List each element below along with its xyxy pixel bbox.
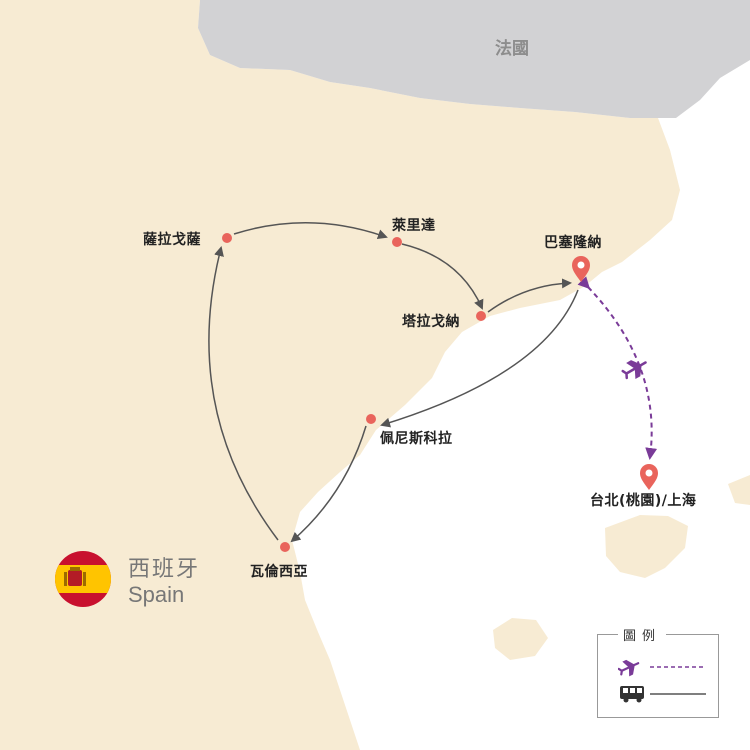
- neighbor-country-label: 法國: [495, 39, 529, 59]
- island-ibiza: [493, 618, 548, 660]
- location-pin-icon[interactable]: [640, 464, 658, 490]
- legend-box: 圖例: [597, 625, 719, 718]
- legend-bus-graphic: [620, 686, 706, 703]
- city-label-taipei-shanghai[interactable]: 台北(桃園)/上海: [590, 493, 697, 509]
- bus-icon: [620, 686, 644, 703]
- city-label-valencia[interactable]: 瓦倫西亞: [250, 564, 308, 580]
- city-dot-valencia[interactable]: [280, 542, 290, 552]
- city-label-barcelona[interactable]: 巴塞隆納: [544, 235, 602, 251]
- legend-title: 圖例: [618, 625, 667, 644]
- legend-row-bus: [618, 683, 708, 705]
- city-dot-zaragoza[interactable]: [222, 233, 232, 243]
- country-name-zh: 西班牙: [128, 557, 201, 582]
- city-label-lleida[interactable]: 萊里達: [392, 218, 436, 234]
- city-label-tarragona[interactable]: 塔拉戈納: [402, 314, 460, 330]
- country-name-en: Spain: [128, 582, 185, 607]
- flight-route: [577, 276, 658, 460]
- location-pin-icon[interactable]: [572, 256, 590, 282]
- legend-flight-graphic: [618, 659, 706, 677]
- city-label-peniscola[interactable]: 佩尼斯科拉: [380, 431, 453, 447]
- city-dot-lleida[interactable]: [392, 237, 402, 247]
- route-barcelona-peniscola: [380, 289, 579, 428]
- airplane-icon: [618, 659, 640, 677]
- city-dot-tarragona[interactable]: [476, 311, 486, 321]
- spain-land: [0, 0, 680, 750]
- island-menorca: [728, 475, 750, 505]
- route-lleida-tarragona: [401, 243, 484, 310]
- route-valencia-zaragoza: [208, 246, 279, 541]
- spain-flag-icon: [55, 551, 111, 607]
- france-region: [198, 0, 750, 118]
- city-label-zaragoza[interactable]: 薩拉戈薩: [143, 232, 201, 248]
- route-zaragoza-lleida: [233, 221, 388, 240]
- city-dot-peniscola[interactable]: [366, 414, 376, 424]
- airplane-icon: [621, 360, 647, 380]
- island-mallorca: [605, 515, 688, 578]
- route-peniscola-valencia: [290, 425, 367, 543]
- legend-row-flight: [618, 656, 708, 678]
- route-tarragona-barcelona: [487, 278, 572, 313]
